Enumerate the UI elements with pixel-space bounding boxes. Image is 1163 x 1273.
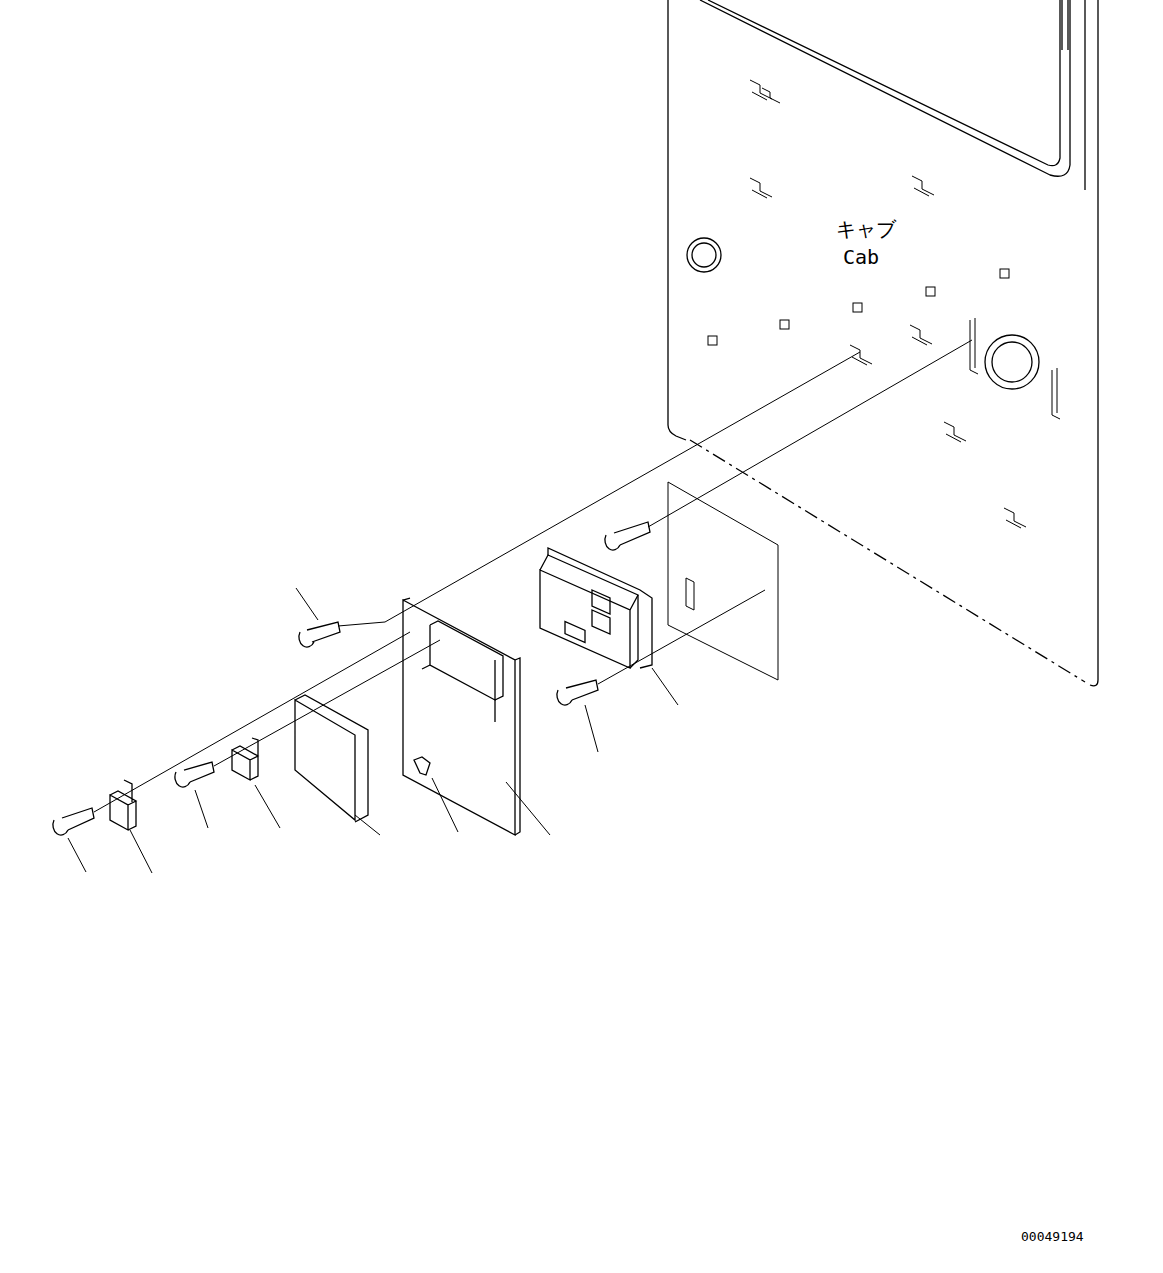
cover	[295, 695, 368, 822]
cab-panel	[668, 0, 1098, 686]
controller	[540, 548, 652, 668]
bracket-small	[110, 780, 136, 830]
leader-lines	[68, 588, 678, 873]
cab-label: Cab	[843, 247, 879, 267]
bracket	[403, 598, 520, 835]
relay	[232, 738, 258, 780]
mount-plate	[668, 482, 778, 680]
drawing-number: 00049194	[1021, 1230, 1084, 1243]
cab-label-ja: キャブ	[836, 219, 896, 239]
bolts	[53, 522, 650, 835]
assembly-lines	[94, 340, 972, 812]
